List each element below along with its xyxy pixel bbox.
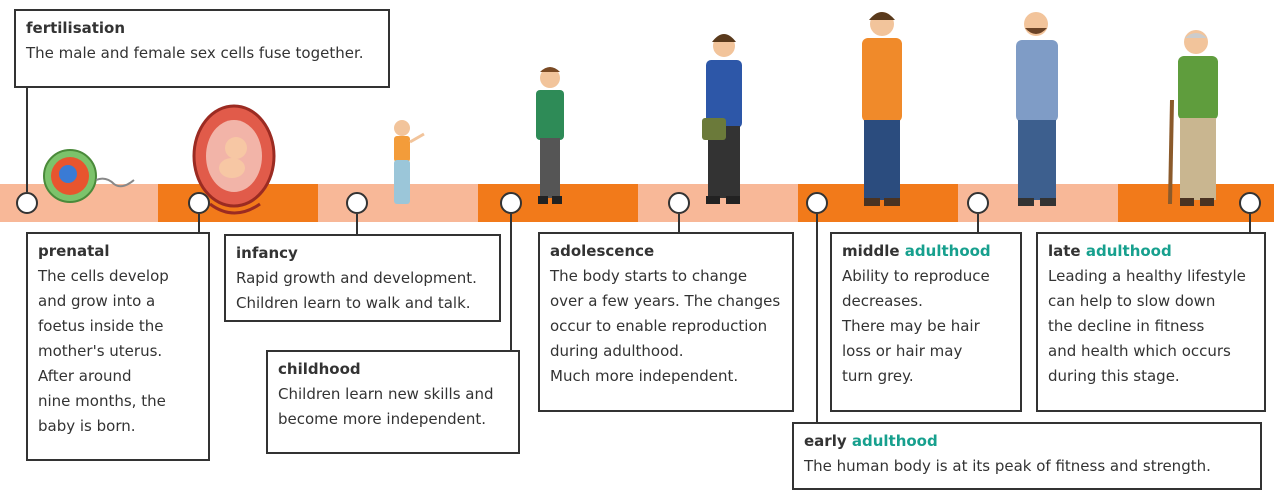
late-adulthood-title: late adulthood	[1048, 242, 1254, 260]
childhood-box: childhood Children learn new skills and …	[266, 350, 520, 454]
middle-adulthood-desc: Ability to reproduce decreases. There ma…	[842, 267, 990, 385]
middle-adulthood-title: middle adulthood	[842, 242, 1010, 260]
childhood-title: childhood	[278, 360, 361, 378]
late-adulthood-title-prefix: late	[1048, 242, 1086, 260]
late-adulthood-box: late adulthood Leading a healthy lifesty…	[1036, 232, 1266, 412]
marker-childhood	[500, 192, 522, 214]
toddler-figure-icon	[394, 120, 425, 204]
marker-early-adulthood	[806, 192, 828, 214]
prenatal-desc: The cells develop and grow into a foetus…	[38, 267, 169, 435]
early-adulthood-title-prefix: early	[804, 432, 852, 450]
early-adulthood-desc: The human body is at its peak of fitness…	[804, 457, 1211, 475]
fertilisation-box: fertilisation The male and female sex ce…	[14, 9, 390, 88]
ovum-cell-icon	[43, 149, 135, 203]
marker-middle-adulthood	[967, 192, 989, 214]
marker-late-adulthood	[1239, 192, 1261, 214]
marker-adolescence	[668, 192, 690, 214]
adolescence-title: adolescence	[550, 242, 655, 260]
adolescence-box: adolescence The body starts to change ov…	[538, 232, 794, 412]
bearded-man-figure-icon	[1016, 12, 1058, 206]
infancy-box: infancy Rapid growth and development. Ch…	[224, 234, 501, 322]
fertilisation-title: fertilisation	[26, 19, 126, 37]
school-child-figure-icon	[536, 67, 564, 204]
marker-infancy	[346, 192, 368, 214]
infancy-desc: Rapid growth and development. Children l…	[236, 269, 477, 312]
elderly-man-figure-icon	[1168, 30, 1218, 206]
early-adulthood-title: early adulthood	[804, 432, 1250, 450]
early-adulthood-title-accent: adulthood	[851, 432, 938, 450]
adolescence-desc: The body starts to change over a few yea…	[550, 267, 781, 385]
early-adulthood-box: early adulthood The human body is at its…	[792, 422, 1262, 490]
childhood-desc: Children learn new skills and become mor…	[278, 385, 494, 428]
marker-fertilisation	[16, 192, 38, 214]
fetus-in-womb-icon	[192, 104, 276, 215]
prenatal-box: prenatal The cells develop and grow into…	[26, 232, 210, 461]
middle-adulthood-title-accent: adulthood	[904, 242, 991, 260]
fertilisation-desc: The male and female sex cells fuse toget…	[26, 44, 364, 62]
teen-figure-icon	[702, 34, 742, 204]
young-man-figure-icon	[862, 12, 902, 206]
late-adulthood-desc: Leading a healthy lifestyle can help to …	[1048, 267, 1246, 385]
late-adulthood-title-accent: adulthood	[1085, 242, 1172, 260]
prenatal-title: prenatal	[38, 242, 110, 260]
middle-adulthood-title-prefix: middle	[842, 242, 905, 260]
marker-prenatal	[188, 192, 210, 214]
infancy-title: infancy	[236, 244, 298, 262]
middle-adulthood-box: middle adulthood Ability to reproduce de…	[830, 232, 1022, 412]
